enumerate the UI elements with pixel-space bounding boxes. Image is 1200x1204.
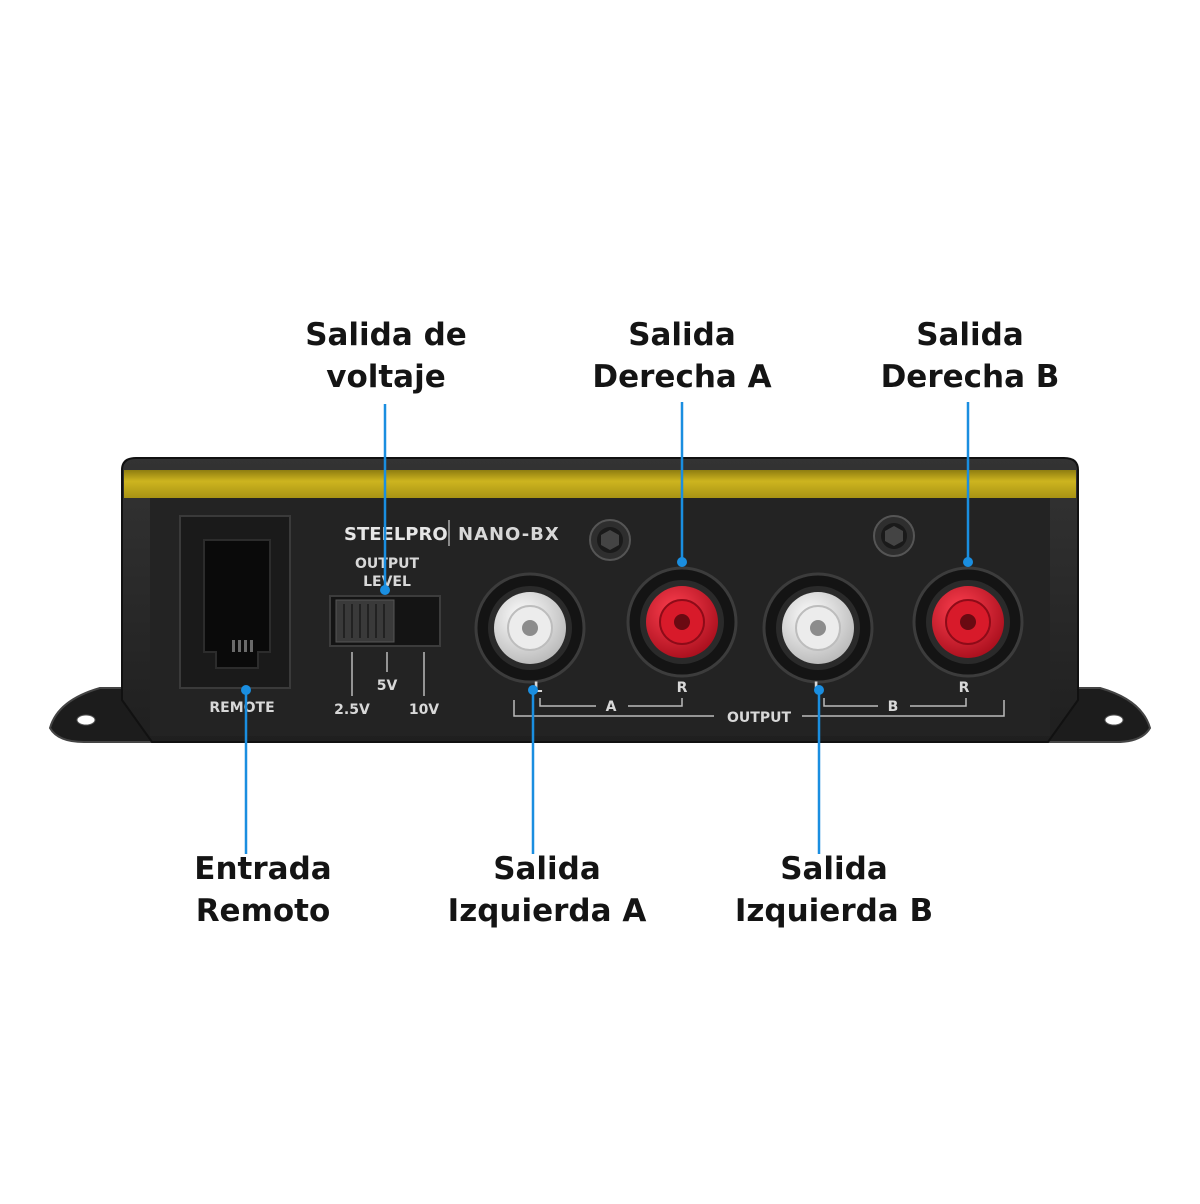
callout-output-voltage: Salida de voltaje [206, 314, 566, 398]
leader-right-b-dot [963, 557, 973, 567]
group-a-label: A [606, 699, 617, 715]
rca-right-b[interactable] [912, 566, 1024, 678]
left-a-channel-label: L [534, 680, 543, 696]
remote-jack-opening [203, 539, 271, 669]
group-b-label: B [888, 699, 899, 715]
callout-right-b-line1: Salida [916, 317, 1024, 353]
leader-remote-input-dot [241, 685, 251, 695]
callout-left-b-line1: Salida [780, 851, 888, 887]
callout-left-a-line2: Izquierda A [447, 893, 647, 929]
screw-b [873, 515, 915, 557]
switch-slider-ribs [343, 604, 385, 638]
callout-right-b-line2: Derecha B [880, 359, 1060, 395]
output-level-label-line2: LEVEL [363, 574, 411, 590]
callout-remote-input-line2: Remoto [195, 893, 331, 929]
callout-left-a-line1: Salida [493, 851, 601, 887]
callout-remote-input: Entrada Remoto [83, 848, 443, 932]
model-name: NANO-BX [458, 524, 560, 545]
output-label: OUTPUT [727, 710, 791, 726]
brand-divider [448, 520, 450, 546]
callout-left-b-line2: Izquierda B [734, 893, 934, 929]
voltage-mid-label: 5V [377, 678, 398, 694]
voltage-low-label: 2.5V [334, 702, 370, 718]
rca-left-a[interactable] [474, 572, 586, 684]
yellow-strip [124, 470, 1076, 498]
rca-left-b[interactable] [762, 572, 874, 684]
leader-left-a-dot [528, 685, 538, 695]
left-flange-hole [76, 714, 96, 726]
callout-output-voltage-line1: Salida de [305, 317, 467, 353]
right-a-channel-label: R [677, 680, 688, 696]
output-bracket [513, 700, 1005, 717]
callout-left-b: Salida Izquierda B [654, 848, 1014, 932]
callout-leaders [241, 402, 973, 854]
right-b-channel-label: R [959, 680, 970, 696]
callout-right-b: Salida Derecha B [790, 314, 1150, 398]
callout-output-voltage-line2: voltaje [326, 359, 446, 395]
leader-right-a-dot [677, 557, 687, 567]
leader-output-voltage-dot [380, 585, 390, 595]
voltage-tick-lines [351, 652, 425, 696]
remote-jack-pins [232, 640, 253, 652]
brand-logo: STEELPRO [344, 524, 448, 545]
screw-a [589, 519, 631, 561]
output-level-label-line1: OUTPUT [355, 556, 419, 572]
callout-right-a: Salida Derecha A [502, 314, 862, 398]
callout-right-a-line1: Salida [628, 317, 736, 353]
leader-left-b-dot [814, 685, 824, 695]
callout-remote-input-line1: Entrada [194, 851, 332, 887]
group-a-bracket [539, 698, 683, 707]
callout-right-a-line2: Derecha A [592, 359, 772, 395]
right-flange-hole [1104, 714, 1124, 726]
group-b-bracket [823, 698, 967, 707]
rca-right-a[interactable] [626, 566, 738, 678]
callout-left-a: Salida Izquierda A [367, 848, 727, 932]
remote-label: REMOTE [209, 700, 274, 716]
voltage-high-label: 10V [409, 702, 439, 718]
